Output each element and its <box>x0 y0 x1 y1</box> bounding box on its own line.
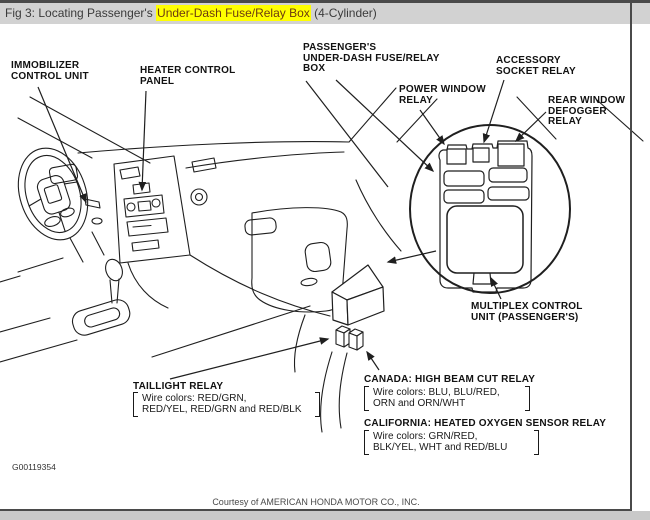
callout-rear-window-defogger-relay: REAR WINDOW DEFOGGER RELAY <box>548 95 626 127</box>
note-title-taillight-relay: TAILLIGHT RELAY <box>133 381 224 392</box>
immobilizer-leader <box>37 86 87 204</box>
callout-accessory-socket-relay: ACCESSORY SOCKET RELAY <box>496 55 576 77</box>
glove-box-area <box>189 207 348 317</box>
note-wires-canada-high-beam-cut-relay: Wire colors: BLU, BLU/RED, ORN and ORN/W… <box>364 386 530 411</box>
multiplex-leader <box>490 276 502 300</box>
fuse-box-outline <box>438 140 533 293</box>
accessory-leader <box>482 79 505 144</box>
circle-to-box-arrow <box>386 250 437 264</box>
page-bottom-border <box>0 509 632 511</box>
note-wires-california-heated-oxygen-sensor-relay: Wire colors: GRN/RED, BLK/YEL, WHT and R… <box>364 430 539 455</box>
accessory-socket-relay-slot <box>472 147 490 163</box>
figure-id: G00119354 <box>12 462 56 472</box>
page-right-border <box>630 3 632 510</box>
passengers-box-leader-circle <box>335 79 435 172</box>
page-top-border <box>0 0 650 3</box>
fuse-relay-box-3d <box>331 264 385 326</box>
rear-defogger-leader <box>514 111 547 143</box>
callout-heater-control-panel: HEATER CONTROL PANEL <box>140 65 236 87</box>
figure-title-suffix: (4-Cylinder) <box>310 6 377 20</box>
callout-passengers-under-dash-fuse-relay-box: PASSENGER'S UNDER-DASH FUSE/RELAY BOX <box>303 42 440 74</box>
rear-defogger-relay-slot <box>497 143 525 167</box>
callout-immobilizer-control-unit: IMMOBILIZER CONTROL UNIT <box>11 60 89 82</box>
page-bottom-strip <box>0 511 650 520</box>
courtesy-line: Courtesy of AMERICAN HONDA MOTOR CO., IN… <box>212 497 420 507</box>
callout-multiplex-control-unit: MULTIPLEX CONTROL UNIT (PASSENGER'S) <box>471 301 583 323</box>
passengers-box-leader-dash <box>305 80 389 188</box>
power-window-leader <box>419 109 445 146</box>
power-window-relay-slot <box>446 148 467 165</box>
detail-circle-inset <box>409 124 571 294</box>
figure-title-prefix: Fig 3: Locating Passenger's <box>5 6 157 20</box>
note-wires-taillight-relay: Wire colors: RED/GRN, RED/YEL, RED/GRN a… <box>133 392 320 417</box>
center-stack <box>113 155 217 264</box>
taillight-leader <box>169 337 330 380</box>
multiplex-control-unit-shape <box>446 205 524 274</box>
note-title-california-heated-oxygen-sensor-relay: CALIFORNIA: HEATED OXYGEN SENSOR RELAY <box>364 418 607 429</box>
gear-shifter-console <box>0 257 348 433</box>
figure-title-bar: Fig 3: Locating Passenger's Under-Dash F… <box>0 3 650 24</box>
note-title-canada-high-beam-cut-relay: CANADA: HIGH BEAM CUT RELAY <box>364 374 536 385</box>
figure-title-highlight: Under-Dash Fuse/Relay Box <box>156 5 311 21</box>
leader-lines <box>37 79 547 380</box>
canada-leader <box>366 350 380 371</box>
callout-power-window-relay: POWER WINDOW RELAY <box>399 84 486 106</box>
steering-wheel <box>17 147 89 241</box>
relay-cubes <box>335 325 364 351</box>
heater-leader <box>138 90 147 192</box>
